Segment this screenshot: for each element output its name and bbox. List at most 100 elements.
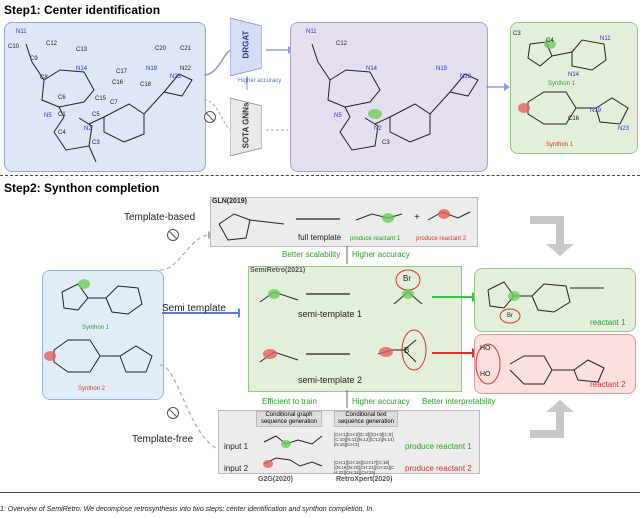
synthon1-step2: Synthon 1 [82,325,110,331]
atom-label: C16 [568,116,580,122]
prohibited-icon [167,229,179,241]
arrow-icon [296,218,340,220]
arrow-icon [306,353,350,355]
atom-label: C20 [155,46,167,52]
higher-accuracy-1: Higher accuracy [352,250,410,259]
produce-r2-gln: produce reactant 2 [416,236,467,242]
atom-label: C3 [513,31,521,37]
ho1-label: HO [480,345,491,352]
atom-label: N22 [180,66,192,72]
atom-label: C13 [76,47,88,53]
higher-accuracy-2: Higher accuracy [352,397,410,406]
atom-label: C4 [546,38,554,44]
br-label: Br [403,274,411,283]
input2-label: input 2 [224,464,249,473]
atom-label: C3 [382,140,390,146]
template-based-label: Template-based [124,212,196,223]
atom-label: N19 [436,66,448,72]
ho2-label: HO [480,371,491,378]
gln-template-molecule [218,213,285,241]
synthon-molecules [518,39,629,125]
synthon1-label: Synthon 1 [548,81,576,87]
produce-r2-free: produce reactant 2 [405,464,472,473]
reactant2-molecule [475,343,605,385]
reactant1-template [355,213,403,223]
atom-label: N11 [600,36,611,42]
atom-label: N11 [306,29,317,35]
atom-label: N11 [16,29,27,35]
br-template [393,269,423,305]
step1-input-panel [4,22,206,172]
g2g-label: G2G(2020) [258,476,294,483]
gln-label: GLN(2019) [212,198,248,205]
atom-label: C7 [110,100,118,106]
synthon-molecules-2 [44,279,153,373]
g2g-molecules [263,435,323,468]
gray-arrow-up [530,216,574,256]
atom-label: N2 [84,126,92,132]
arrow-icon [486,83,510,91]
cond-text-box: Conditional text sequence generation [334,411,398,427]
better-scalability: Better scalability [282,250,341,259]
semi-template1-molecule [259,289,299,303]
better-interpretability: Better interpretability [422,397,496,406]
drgat-label: DRGAT [241,30,251,59]
higher-accuracy-step1: Higher accuracy [238,78,282,84]
red-arrow [432,348,480,358]
gray-arrow-down [530,400,574,438]
boronic-template [377,329,427,371]
atom-label: C18 [140,82,152,88]
reactant2-label: reactant 2 [590,380,626,389]
caption-divider [0,492,640,493]
atom-label: N19 [590,108,602,114]
input1-label: input 1 [224,442,249,451]
synthon2-step2: Synthon 2 [78,386,106,392]
atom-label: N23 [170,74,182,80]
atom-label: C8 [40,75,48,81]
atom-label: N14 [366,66,378,72]
atom-label: C5 [92,112,100,118]
atom-label: N14 [568,72,580,78]
figure-caption: 1: Overview of SemiRetro. We decompose r… [0,506,373,513]
atom-label: C16 [112,80,124,86]
arrow-icon [346,390,348,408]
reactant2-panel [474,334,636,394]
atom-label: C12 [46,41,58,47]
efficient-train: Efficient to train [262,397,317,406]
semiretro-panel [248,266,462,392]
semi-template2-label: semi-template 2 [298,375,363,385]
retroxpert-label: RetroXpert(2020) [336,476,393,483]
sota-model [230,98,262,156]
arrow-icon [246,76,248,90]
atom-label: N19 [146,66,158,72]
atom-label: N14 [76,66,88,72]
input-molecule [25,43,193,163]
green-arrow [432,292,480,302]
produce-r1-gln: produce reactant 1 [350,236,401,242]
center-molecule [311,43,479,151]
full-template-label: full template [298,233,342,242]
step2-title: Step2: Synthon completion [4,181,160,195]
sota-label: SOTA GNNs [241,102,251,149]
br-label-r1: Br [507,313,513,319]
drgat-model [230,18,262,76]
step1-output-panel [290,22,488,172]
semi-template-label: Semi template [162,303,226,314]
reactant1-panel [474,268,636,332]
plus-sign: + [414,212,420,223]
synthon1b-label: Synthon 1 [546,142,574,148]
smiles2-text: [CH:1][CH:16][CH:17][C:18]([N:19][N:20][… [334,460,395,475]
reactant2-template [427,209,471,221]
arrow-icon [306,293,350,295]
prohibited-icon [167,407,179,419]
atom-label: N5 [44,113,52,119]
atom-label: C6 [58,95,66,101]
atom-label: C9 [30,56,38,62]
atom-label: N23 [618,126,630,132]
atom-label: C4 [58,130,66,136]
semiretro-label: SemiRetro(2021) [250,267,306,274]
cond-graph-box: Conditional graph sequence generation [256,411,322,427]
atom-label: N23 [460,74,472,80]
smiles1-text: [CH:1][CH:2][C:3]([CH:8][C:9][C:10][N:11… [334,432,394,447]
b-label: B [404,346,410,355]
